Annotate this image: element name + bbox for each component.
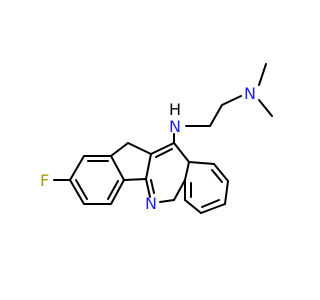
bond <box>69 179 85 205</box>
bond <box>123 178 147 181</box>
bond <box>173 179 186 201</box>
bond <box>200 203 226 214</box>
bond <box>221 95 242 106</box>
bond <box>224 180 229 205</box>
bond <box>75 179 88 200</box>
atom-labels: N H N N F <box>40 84 256 213</box>
molecule-canvas: N H N N F <box>40 63 273 214</box>
bond <box>209 104 223 127</box>
bond <box>69 155 85 181</box>
fluorine-label: F <box>40 171 49 190</box>
dimethylamine-nitrogen-label: N <box>244 84 256 103</box>
bond <box>258 63 267 86</box>
structure-diagram: N H N N F <box>40 63 273 214</box>
bond <box>127 142 152 155</box>
bond <box>145 153 152 180</box>
amine-hydrogen-label: H <box>169 100 181 119</box>
bond <box>201 199 220 208</box>
bond <box>110 155 125 181</box>
bond <box>155 148 173 158</box>
bond <box>258 99 273 117</box>
bond <box>107 180 119 200</box>
quinoline-nitrogen-label: N <box>145 194 157 213</box>
bond <box>110 179 125 205</box>
bond <box>150 142 175 155</box>
bond <box>188 161 215 165</box>
bond <box>145 178 151 198</box>
bond <box>184 161 190 181</box>
bond <box>173 142 190 163</box>
bond <box>110 142 129 157</box>
bond <box>150 179 155 194</box>
bond <box>159 199 175 203</box>
amine-nitrogen-label: N <box>169 117 181 136</box>
bond <box>184 199 202 214</box>
bond <box>211 169 223 183</box>
bond-lines <box>53 63 273 214</box>
bond <box>213 163 229 182</box>
